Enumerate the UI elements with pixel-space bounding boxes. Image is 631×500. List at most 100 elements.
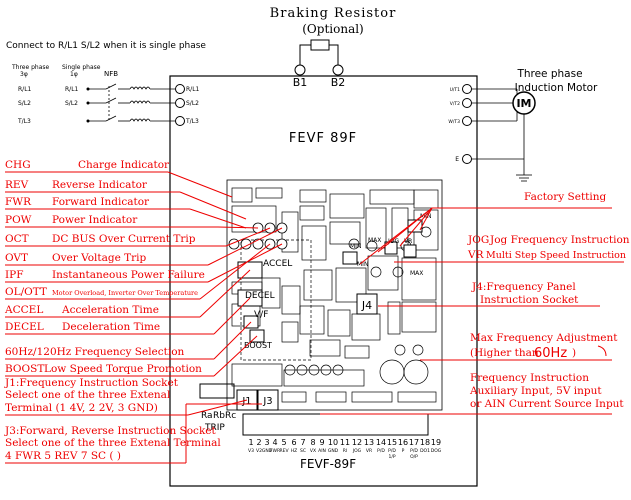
relay-trip: TRIP [204, 423, 225, 433]
model-top: FEVF 89F [289, 131, 357, 146]
supply-row-3: T/L3 T/L3 [17, 118, 199, 125]
svg-text:O/P: O/P [410, 454, 418, 460]
relay-rb: Rb [213, 411, 225, 421]
note-j1: J1:Frequency Instruction Socket Select o… [4, 377, 248, 416]
svg-text:Low Speed Torque Promotion: Low Speed Torque Promotion [44, 363, 202, 375]
svg-text:J3:Forward, Reverse Instructio: J3:Forward, Reverse Instruction Socket [4, 425, 217, 437]
svg-text:VX: VX [310, 448, 316, 454]
socket-j4 [356, 293, 378, 315]
label-ipf: IPF Instantaneous Power Failure [5, 243, 283, 283]
braking-resistor-title: Braking Resistor [270, 6, 397, 21]
svg-text:6: 6 [291, 438, 296, 447]
supply-left-label: S/L2 [18, 100, 31, 107]
board-accel: ACCEL [263, 259, 292, 269]
svg-text:1/P: 1/P [388, 454, 395, 460]
svg-text:): ) [572, 347, 576, 359]
input-terminal-label: S/L2 [186, 100, 199, 107]
three-phase-label: Three phase [11, 64, 50, 71]
output-terminals [462, 84, 472, 164]
svg-text:AIN: AIN [318, 448, 326, 454]
svg-text:or AIN Current Source Input: or AIN Current Source Input [470, 398, 624, 410]
label-ol-ott: OL/OTT Motor Overload, Inverter Over Tem… [5, 243, 271, 300]
board-max1: MAX [368, 237, 381, 244]
svg-text:P/D: P/D [377, 448, 385, 454]
supply-dots [86, 87, 90, 123]
svg-text:3: 3 [264, 438, 269, 447]
svg-text:DC BUS Over Current Trip: DC BUS Over Current Trip [52, 233, 196, 245]
input-terminals [175, 84, 185, 126]
nfb-label: NFB [104, 70, 118, 78]
label-j4: J4:Frequency Panel Instruction Socket [378, 281, 600, 307]
svg-text:P: P [402, 448, 405, 454]
svg-text:VR: VR [366, 448, 372, 454]
supply-left-label: T/L3 [17, 118, 31, 125]
terminal-strip [242, 413, 429, 436]
svg-text:POW: POW [5, 214, 32, 226]
single-phase-symbol: 1φ [70, 71, 78, 78]
svg-text:GND: GND [328, 448, 339, 454]
svg-text:VR: VR [467, 249, 485, 261]
relay-rc: Rc [225, 411, 236, 421]
terminal-b1 [294, 64, 306, 76]
label-ovt: OVT Over Voltage Trip [5, 227, 283, 266]
svg-text:HZ: HZ [291, 448, 297, 454]
input-terminal-label: T/L3 [185, 118, 199, 125]
board-decel: DECEL [245, 291, 275, 301]
terminal-numbers: 1 2 3 4 5 6 7 8 9 10 11 12 13 14 15 16 1… [248, 438, 441, 447]
board-min2: MIN [350, 243, 361, 250]
svg-text:18: 18 [420, 438, 430, 447]
label-max-frequency: Max Frequency Adjustment (Higher than 60… [420, 332, 618, 361]
j4-label: J4 [361, 299, 372, 312]
label-factory-setting: Factory Setting [359, 191, 612, 265]
svg-text:ACCEL: ACCEL [4, 304, 43, 316]
board-text: ACCEL DECEL V/F BOOST MIN MIN JOG VR MAX… [244, 213, 431, 350]
j3-label: J3 [262, 396, 272, 407]
supply-row-1: R/L1 R/L1 R/L1 [18, 86, 200, 93]
svg-text:SC: SC [300, 448, 306, 454]
svg-text:Select one of the three Extena: Select one of the three Extenal Terminal [5, 437, 221, 449]
input-terminal-label: R/L1 [186, 86, 200, 93]
svg-text:8: 8 [310, 438, 315, 447]
board-boost: BOOST [244, 341, 272, 350]
svg-text:FWR: FWR [5, 196, 32, 208]
model-bottom: FEVF-89F [300, 457, 356, 471]
label-rev: REV Reverse Indicator [5, 179, 247, 220]
svg-text:5: 5 [281, 438, 286, 447]
label-fwr: FWR Forward Indicator [5, 196, 247, 229]
label-aux-input: Frequency Instruction Auxiliary Input, 5… [320, 372, 624, 415]
right-callouts: Factory Setting JOG Jog Frequency Instru… [320, 191, 630, 415]
drive-enclosure [169, 75, 478, 487]
b1-label: B1 [293, 76, 308, 89]
svg-text:9: 9 [319, 438, 324, 447]
motor-title-2: Induction Motor [515, 82, 598, 94]
terminal-v: V/T2 [450, 101, 460, 107]
terminal-e: E [455, 156, 459, 163]
svg-text:Frequency Instruction: Frequency Instruction [470, 372, 589, 384]
svg-text:Motor Overload, Inverter Over: Motor Overload, Inverter Over Temperatur… [52, 289, 198, 297]
svg-text:17: 17 [409, 438, 419, 447]
svg-text:Max Frequency Adjustment: Max Frequency Adjustment [470, 332, 618, 344]
label-boost: BOOST Low Speed Torque Promotion [5, 335, 258, 377]
svg-text:DOG: DOG [431, 448, 442, 454]
svg-text:J4:Frequency Panel: J4:Frequency Panel [471, 281, 576, 293]
svg-text:10: 10 [328, 438, 338, 447]
label-chg: CHG Charge Indicator [5, 159, 233, 198]
svg-text:REV: REV [5, 179, 29, 191]
svg-text:14: 14 [376, 438, 386, 447]
single-phase-note: Connect to R/L1 S/L2 when it is single p… [6, 41, 206, 51]
label-decel: DECEL Deceleration Time [5, 297, 251, 335]
svg-text:2: 2 [256, 438, 261, 447]
svg-text:V2: V2 [256, 448, 262, 454]
left-callouts: CHG Charge Indicator REV Reverse Indicat… [4, 159, 283, 464]
resistor-lead-right [329, 44, 339, 66]
svg-text:Multi Step Speed Instruction: Multi Step Speed Instruction [486, 250, 626, 261]
svg-text:Acceleration Time: Acceleration Time [61, 304, 159, 316]
supply-wiring [88, 83, 175, 122]
svg-text:(Higher than: (Higher than [470, 347, 539, 359]
b2-label: B2 [331, 76, 346, 89]
svg-text:Over Voltage Trip: Over Voltage Trip [52, 252, 147, 264]
label-oct: OCT DC BUS Over Current Trip [5, 227, 271, 247]
supply-left-label: R/L1 [18, 86, 32, 93]
svg-text:Charge Indicator: Charge Indicator [78, 159, 170, 171]
